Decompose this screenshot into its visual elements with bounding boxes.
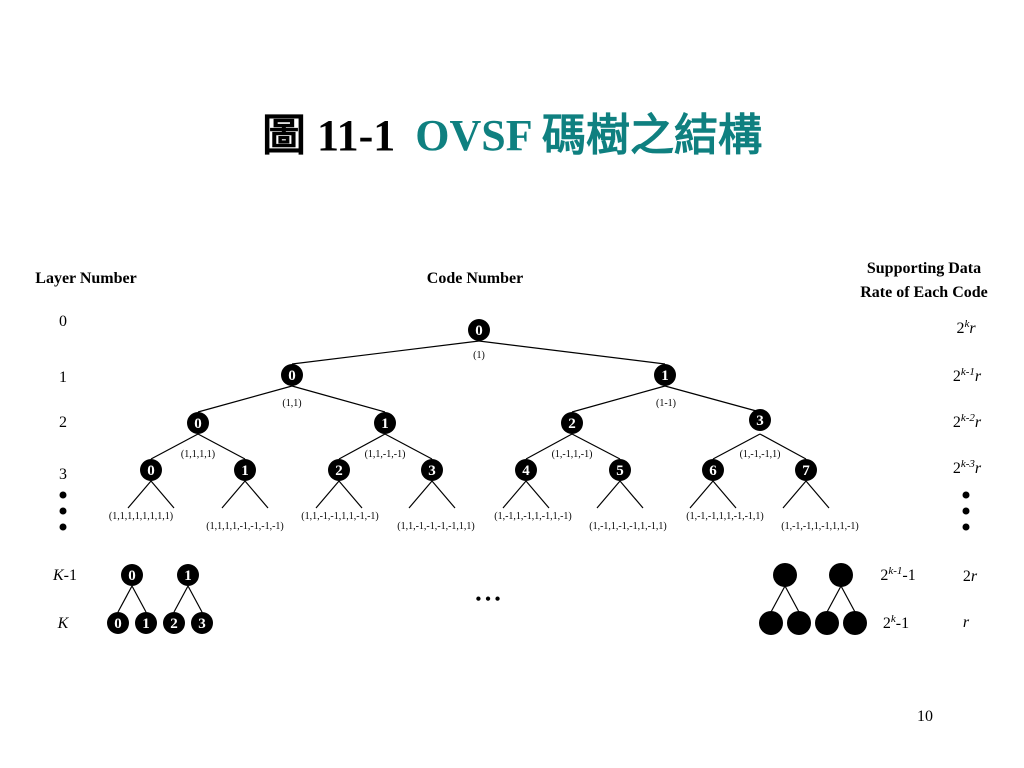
svg-text:6: 6	[709, 463, 717, 479]
svg-text:0: 0	[475, 323, 483, 339]
layer-0-label: 0	[59, 313, 67, 330]
tree-node-l0-0: 0	[468, 319, 490, 341]
bottom-left-node-lower-3: 3	[191, 612, 213, 634]
svg-text:1: 1	[241, 463, 249, 479]
tree-node-l2-2: 2	[561, 412, 583, 434]
layer-2-label: 2	[59, 414, 67, 431]
rate-header-line1: Supporting Data	[867, 260, 981, 277]
last-index-k-minus-1: 2k-1-1	[880, 565, 915, 584]
bottom-left-node-lower-0: 0	[107, 612, 129, 634]
layer-vertical-dots	[59, 491, 67, 531]
code-l1-0: (1,1)	[282, 398, 301, 409]
svg-text:3: 3	[756, 413, 764, 429]
title-prefix: 圖 11-1	[262, 111, 396, 160]
code-l1-1: (1-1)	[656, 398, 676, 409]
code-l4-0: (1,1,1,1,1,1,1,1)	[109, 511, 173, 522]
bottom-left-node-upper-0: 0	[121, 564, 143, 586]
code-l2-3: (1,-1,-1,1)	[740, 449, 781, 460]
svg-text:0: 0	[194, 416, 202, 432]
rate-layer-1: 2k-1r	[953, 366, 982, 385]
layer-3-label: 3	[59, 466, 67, 483]
layer-1-label: 1	[59, 369, 67, 386]
svg-text:4: 4	[522, 463, 530, 479]
middle-ellipsis: • • •	[476, 591, 501, 608]
svg-text:1: 1	[661, 368, 669, 384]
code-l4-6: (1,-1,-1,1,1,-1,-1,1)	[686, 511, 763, 522]
code-l2-0: (1,1,1,1)	[181, 449, 215, 460]
tree-node-l3-2: 2	[328, 459, 350, 481]
rate-layer-2: 2k-2r	[953, 412, 982, 431]
rate-header-line2: Rate of Each Code	[860, 284, 988, 301]
svg-text:1: 1	[381, 416, 389, 432]
code-l4-1: (1,1,1,1,-1,-1,-1,-1)	[206, 521, 283, 532]
page-number: 10	[917, 708, 933, 725]
tree-node-l1-1: 1	[654, 364, 676, 386]
layer-number-header: Layer Number	[35, 270, 136, 287]
rate-layer-k: r	[963, 614, 970, 631]
tree-edges	[117, 340, 856, 613]
code-number-header: Code Number	[427, 270, 523, 287]
bottom-left-node-upper-1: 1	[177, 564, 199, 586]
layer-k-label: K	[57, 615, 70, 632]
tree-node-l3-3: 3	[421, 459, 443, 481]
svg-text:7: 7	[802, 463, 810, 479]
code-l2-2: (1,-1,1,-1)	[552, 449, 593, 460]
tree-node-l2-1: 1	[374, 412, 396, 434]
rate-layer-0: 2kr	[956, 318, 976, 337]
bottom-left-node-lower-1: 1	[135, 612, 157, 634]
code-l4-4: (1,-1,1,-1,1,-1,1,-1)	[494, 511, 571, 522]
svg-text:2: 2	[568, 416, 576, 432]
svg-text:1: 1	[142, 616, 150, 632]
svg-text:3: 3	[198, 616, 206, 632]
svg-text:2: 2	[335, 463, 343, 479]
layer-k-minus-1-label: K-1	[52, 567, 77, 584]
code-l2-1: (1,1,-1,-1)	[365, 449, 406, 460]
code-l4-7: (1,-1,-1,1,-1,1,1,-1)	[781, 521, 858, 532]
rate-vertical-dots	[962, 491, 970, 531]
code-l4-5: (1,-1,1,-1,-1,1,-1,1)	[589, 521, 666, 532]
tree-node-l3-5: 5	[609, 459, 631, 481]
code-l0-0: (1)	[473, 350, 485, 361]
svg-text:2: 2	[170, 616, 178, 632]
tree-node-l3-6: 6	[702, 459, 724, 481]
tree-node-l2-3: 3	[749, 409, 771, 431]
code-l4-3: (1,1,-1,-1,-1,-1,1,1)	[397, 521, 474, 532]
title-main: OVSF 碼樹之結構	[415, 111, 762, 160]
tree-node-l3-1: 1	[234, 459, 256, 481]
tree-node-l3-4: 4	[515, 459, 537, 481]
rate-layer-3: 2k-3r	[953, 458, 982, 477]
last-index-k: 2k-1	[883, 613, 909, 632]
code-l4-2: (1,1,-1,-1,1,1,-1,-1)	[301, 511, 378, 522]
svg-text:3: 3	[428, 463, 436, 479]
rate-layer-k-minus-1: 2r	[963, 568, 978, 585]
bottom-right-nodes	[759, 563, 867, 635]
tree-node-l3-0: 0	[140, 459, 162, 481]
svg-text:0: 0	[114, 616, 122, 632]
tree-node-l2-0: 0	[187, 412, 209, 434]
tree-node-l1-0: 0	[281, 364, 303, 386]
bottom-left-node-lower-2: 2	[163, 612, 185, 634]
svg-text:0: 0	[288, 368, 296, 384]
svg-text:0: 0	[128, 568, 136, 584]
svg-text:5: 5	[616, 463, 624, 479]
tree-node-l3-7: 7	[795, 459, 817, 481]
svg-text:1: 1	[184, 568, 192, 584]
slide-title: 圖 11-1 OVSF 碼樹之結構	[0, 108, 1024, 164]
svg-text:0: 0	[147, 463, 155, 479]
